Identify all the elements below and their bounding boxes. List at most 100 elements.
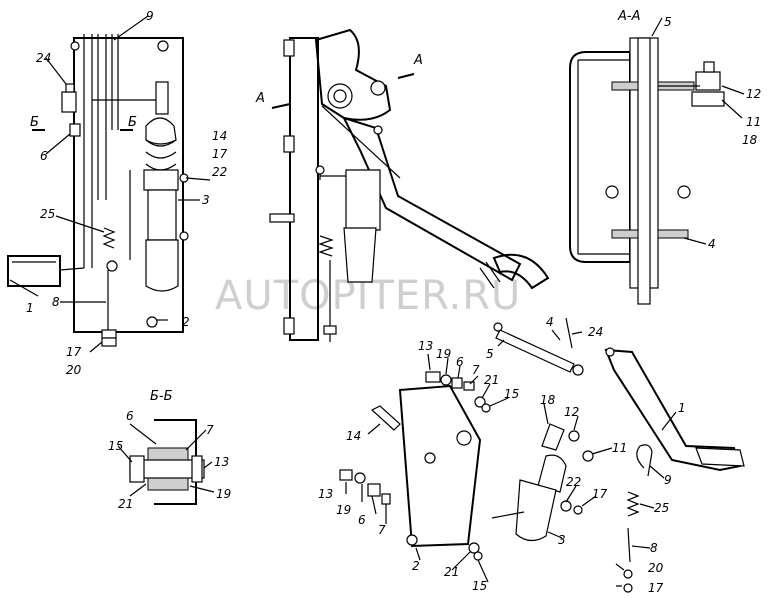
side-bracket bbox=[289, 37, 319, 341]
aa-housing bbox=[569, 51, 631, 263]
washer-4 bbox=[493, 322, 503, 332]
section-aa-labels: А-А 5 12 11 18 4 bbox=[617, 9, 761, 251]
callout-22: 22 bbox=[212, 165, 227, 179]
side-cylinder-lower bbox=[343, 227, 377, 283]
aa-callout-12: 12 bbox=[746, 87, 761, 101]
washer-19 bbox=[440, 374, 452, 386]
nut-20-exploded bbox=[623, 569, 633, 579]
washer-19b bbox=[354, 472, 366, 484]
aa-callout-4: 4 bbox=[708, 237, 716, 251]
aa-callout-5: 5 bbox=[664, 15, 672, 29]
cylinder-boot bbox=[145, 117, 177, 145]
aa-nut bbox=[695, 71, 721, 91]
bb-nut bbox=[191, 455, 203, 483]
spring-25-exploded bbox=[626, 491, 640, 517]
aa-pin bbox=[605, 185, 619, 199]
arm-hole bbox=[373, 125, 383, 135]
pedal-pivot bbox=[605, 347, 615, 357]
ex-callout-5: 5 bbox=[486, 347, 494, 361]
pedal-lever bbox=[83, 34, 93, 268]
aa-bushing bbox=[657, 229, 689, 239]
bb-bolt-head bbox=[129, 455, 145, 483]
shaft-5 bbox=[495, 329, 575, 373]
aa-inner-wall bbox=[577, 59, 630, 255]
ex-callout-21b: 21 bbox=[444, 565, 459, 579]
cylinder-rod bbox=[491, 511, 525, 519]
bolt-hole bbox=[146, 316, 158, 328]
cylinder-3-exploded bbox=[515, 479, 557, 542]
exploded-view-labels: 4 24 5 13 19 6 7 21 15 18 12 1 14 11 9 2… bbox=[318, 315, 686, 595]
bb-callout-21: 21 bbox=[118, 497, 133, 511]
ex-callout-17b: 17 bbox=[648, 581, 664, 595]
callout-6: 6 bbox=[40, 149, 48, 163]
return-spring-rod bbox=[111, 34, 119, 130]
section-mark-b-left: Б bbox=[30, 115, 39, 130]
nut-17-exploded bbox=[573, 505, 583, 515]
section-mark-a-left: А bbox=[255, 91, 265, 106]
exploded-leaders bbox=[345, 329, 677, 587]
section-bb-title: Б-Б bbox=[150, 389, 173, 404]
aa-callout-18: 18 bbox=[742, 133, 758, 147]
ex-callout-15b: 15 bbox=[472, 579, 487, 593]
shaft-cap bbox=[65, 83, 75, 93]
side-view bbox=[269, 28, 550, 342]
bushing-6b bbox=[367, 483, 381, 497]
bolt-6 bbox=[69, 123, 81, 137]
ex-callout-15: 15 bbox=[504, 387, 519, 401]
nut-20 bbox=[101, 337, 117, 347]
section-aa-title: А-А bbox=[617, 9, 640, 24]
bb-callout-13: 13 bbox=[214, 455, 229, 469]
ex-callout-19: 19 bbox=[436, 347, 451, 361]
section-mark-b-right: Б bbox=[128, 115, 137, 130]
ex-callout-7: 7 bbox=[472, 363, 480, 377]
leader bbox=[185, 177, 211, 181]
callout-20: 20 bbox=[66, 363, 82, 377]
side-cylinder bbox=[345, 169, 381, 231]
shaft-boss bbox=[61, 91, 77, 113]
rod-8-exploded bbox=[627, 527, 631, 563]
callout-8: 8 bbox=[52, 295, 60, 309]
callout-9: 9 bbox=[146, 9, 154, 23]
callout-17: 17 bbox=[212, 147, 228, 161]
cylinder-body bbox=[147, 189, 177, 241]
pad-bracket bbox=[479, 261, 501, 289]
bolt-11-exploded bbox=[582, 450, 594, 462]
bolt-14-exploded bbox=[370, 405, 401, 431]
pad-arm bbox=[59, 267, 85, 271]
ex-callout-9: 9 bbox=[664, 473, 672, 487]
pivot-knob bbox=[370, 80, 386, 96]
ex-callout-11: 11 bbox=[612, 441, 627, 455]
bolt-13-exploded bbox=[425, 371, 441, 383]
section-mark-a-right: А bbox=[413, 53, 423, 68]
ex-callout-13b: 13 bbox=[318, 487, 333, 501]
sleeve-7 bbox=[463, 381, 475, 391]
pedal-pad bbox=[7, 255, 61, 287]
ex-callout-4: 4 bbox=[546, 315, 554, 329]
ex-callout-17: 17 bbox=[592, 487, 608, 501]
cylinder-flange bbox=[143, 169, 179, 191]
ex-callout-13: 13 bbox=[418, 339, 433, 353]
clevis-18 bbox=[541, 423, 565, 451]
leader bbox=[89, 341, 103, 353]
exploded-view bbox=[339, 317, 745, 593]
ex-callout-25: 25 bbox=[654, 501, 669, 515]
section-bb-labels: Б-Б 6 7 15 13 21 19 bbox=[108, 389, 231, 511]
aa-bushing bbox=[611, 81, 639, 91]
callout-2: 2 bbox=[182, 315, 190, 329]
bracket-hole bbox=[424, 452, 436, 464]
side-spring bbox=[318, 235, 334, 257]
return-link bbox=[321, 105, 401, 179]
clevis bbox=[155, 81, 169, 115]
bushing-6 bbox=[451, 377, 463, 389]
ex-callout-21: 21 bbox=[484, 373, 499, 387]
ex-callout-6: 6 bbox=[456, 355, 464, 369]
nut-21 bbox=[474, 396, 486, 408]
ex-callout-18: 18 bbox=[540, 393, 556, 407]
ex-callout-6b: 6 bbox=[358, 513, 366, 527]
sleeve-7b bbox=[381, 493, 391, 505]
bolt-hole bbox=[70, 41, 80, 51]
bb-callout-7: 7 bbox=[206, 423, 214, 437]
ex-callout-22: 22 bbox=[566, 475, 581, 489]
washer-15 bbox=[481, 403, 491, 413]
